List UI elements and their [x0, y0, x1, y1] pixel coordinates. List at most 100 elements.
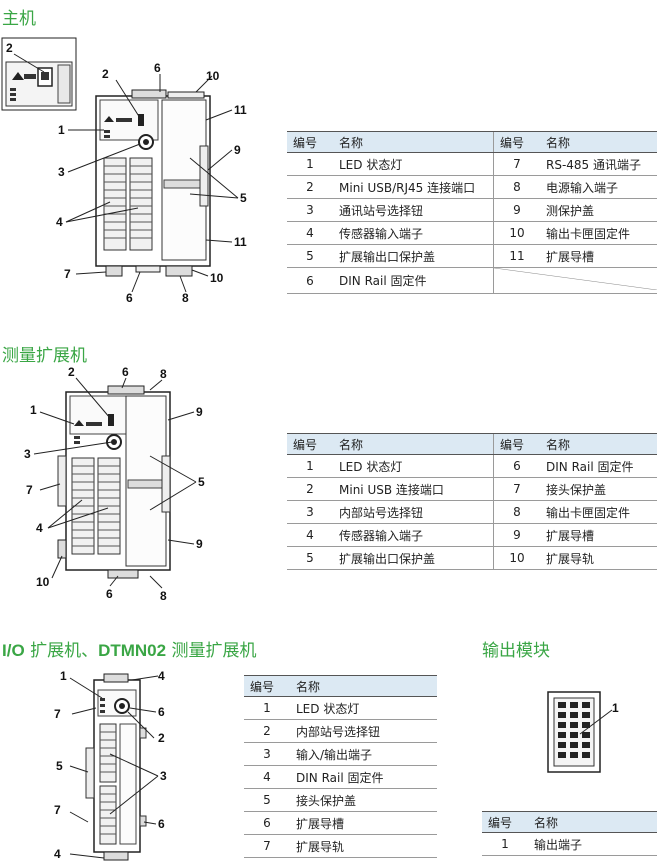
callout-3: 3 [24, 447, 31, 461]
cell-name: DIN Rail 固定件 [540, 454, 657, 478]
callout-6-bottom: 6 [158, 817, 165, 831]
callout-6-bottom: 6 [106, 587, 113, 601]
cell-name: LED 状态灯 [333, 454, 494, 478]
measure-unit-body [57, 385, 171, 579]
cell-name: LED 状态灯 [290, 696, 437, 720]
callout-7-bottom: 7 [54, 803, 61, 817]
callout-9-bottom: 9 [196, 537, 203, 551]
callout-1: 1 [60, 669, 67, 683]
cell-name: 扩展输出口保护盖 [333, 244, 494, 268]
cell-name: 扩展导槽 [540, 244, 657, 268]
header-name: 名称 [333, 131, 494, 153]
cell-number: 3 [287, 500, 333, 524]
cell-name: 输出端子 [528, 832, 657, 856]
cell-name [493, 267, 658, 294]
cell-number: 11 [493, 244, 540, 268]
cell-name: 电源输入端子 [540, 175, 657, 199]
cell-name: 接头保护盖 [290, 788, 437, 812]
cell-name: 输出卡匣固定件 [540, 500, 657, 524]
callout-2-inset: 2 [6, 41, 13, 55]
callout-8-bottom: 8 [160, 589, 167, 603]
cell-number: 1 [244, 696, 290, 720]
cell-number: 8 [493, 500, 540, 524]
cell-number: 1 [287, 454, 333, 478]
measure-unit-diagram: 1 2 3 7 4 6 8 9 5 9 10 6 8 [24, 365, 205, 603]
header-num: 编号 [244, 675, 290, 697]
cell-number: 3 [244, 742, 290, 766]
cell-name: 接头保护盖 [540, 477, 657, 501]
cell-number: 4 [287, 523, 333, 547]
cell-name: Mini USB 连接端口 [333, 477, 494, 501]
cell-name: 扩展导轨 [290, 834, 437, 858]
callout-4: 4 [56, 215, 63, 229]
header-name: 名称 [540, 433, 657, 455]
callout-2: 2 [158, 731, 165, 745]
cell-name: DIN Rail 固定件 [333, 267, 494, 294]
cell-number: 2 [287, 175, 333, 199]
callout-3: 3 [58, 165, 65, 179]
callout-5: 5 [198, 475, 205, 489]
callout-5: 5 [56, 759, 63, 773]
callout-4-bottom: 4 [54, 847, 61, 861]
cell-number: 6 [493, 454, 540, 478]
cell-number: 5 [287, 244, 333, 268]
callout-1: 1 [612, 701, 619, 715]
cell-number: 1 [482, 832, 528, 856]
io-unit-body [85, 673, 147, 861]
section-title-measure: 测量扩展机 [2, 346, 87, 366]
output-module-diagram: 1 [547, 691, 619, 773]
callout-11-top: 11 [234, 103, 247, 117]
cell-name: 输出卡匣固定件 [540, 221, 657, 245]
empty-cell-diagonal [493, 267, 658, 291]
callout-9: 9 [234, 143, 241, 157]
cell-number: 6 [244, 811, 290, 835]
section-title-io: I/O 扩展机、DTMN02 测量扩展机 [2, 641, 257, 661]
header-num: 编号 [493, 433, 540, 455]
header-num: 编号 [493, 131, 540, 153]
cell-name: 内部站号选择钮 [290, 719, 437, 743]
cell-name: 传感器输入端子 [333, 523, 494, 547]
cell-name: 扩展导槽 [290, 811, 437, 835]
cell-number: 9 [493, 198, 540, 222]
callout-10: 10 [36, 575, 50, 589]
header-name: 名称 [290, 675, 437, 697]
cell-name: DIN Rail 固定件 [290, 765, 437, 789]
main-unit-diagram: 2 [1, 37, 247, 305]
cell-number: 7 [493, 477, 540, 501]
cell-number: 9 [493, 523, 540, 547]
callout-5: 5 [240, 191, 247, 205]
cell-number: 7 [244, 834, 290, 858]
callout-6-bottom: 6 [126, 291, 133, 305]
cell-number: 10 [493, 221, 540, 245]
callout-2: 2 [68, 365, 75, 379]
callout-1: 1 [58, 123, 65, 137]
cell-number: 4 [287, 221, 333, 245]
cell-name: 通讯站号选择钮 [333, 198, 494, 222]
callout-4-top: 4 [158, 669, 165, 683]
callout-8: 8 [182, 291, 189, 305]
cell-name: 传感器输入端子 [333, 221, 494, 245]
cell-name: RS-485 通讯端子 [540, 152, 657, 176]
callout-7: 7 [26, 483, 33, 497]
callout-6-top: 6 [158, 705, 165, 719]
callout-1: 1 [30, 403, 37, 417]
callout-11-bottom: 11 [234, 235, 247, 249]
cell-name: 扩展输出口保护盖 [333, 546, 494, 570]
